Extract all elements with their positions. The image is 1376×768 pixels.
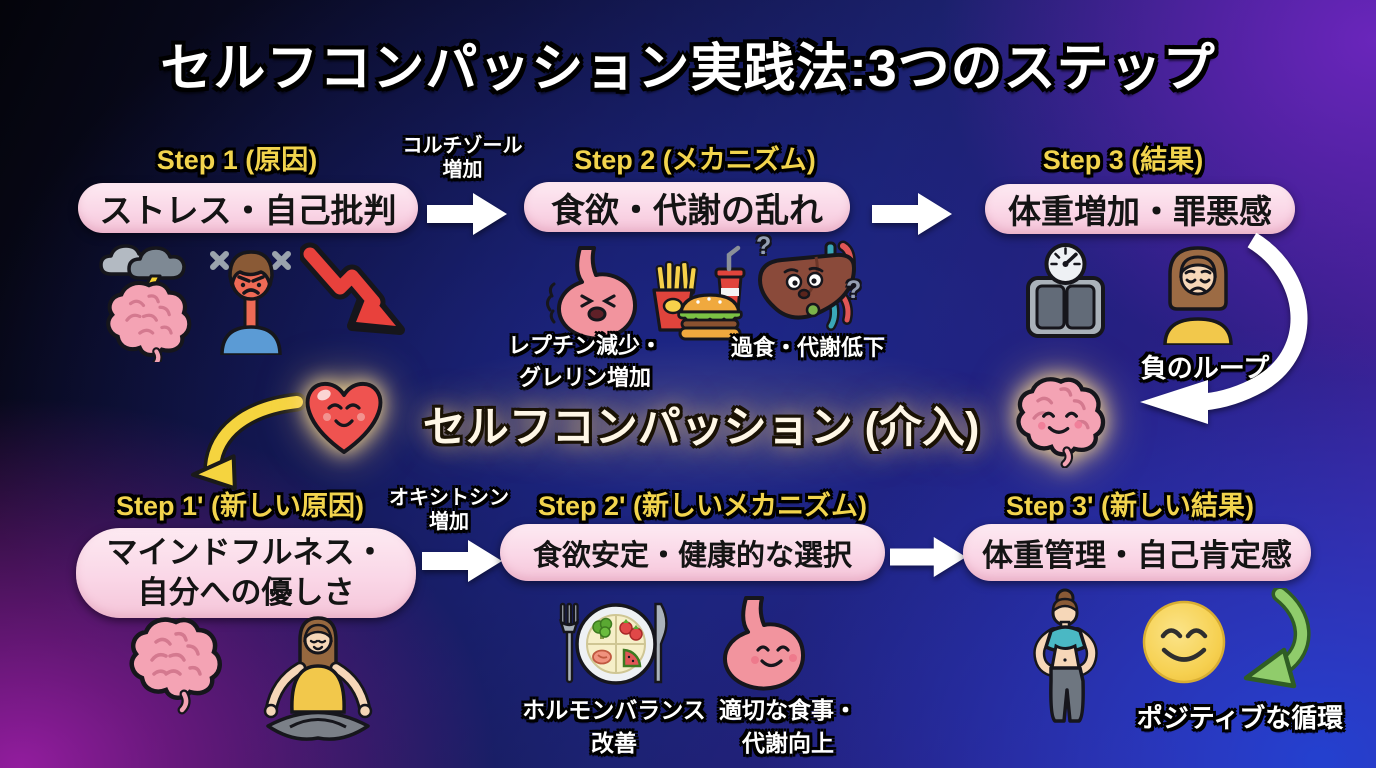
step1p-box-line2: 自分への優しさ [137, 575, 355, 610]
leptin-note: レプチン減少・ グレリン増加 [495, 330, 675, 394]
overeating-note: 過食・代謝低下 [730, 335, 885, 360]
step2p-label: Step 2' (新しいメカニズム) [538, 491, 867, 521]
meal-note-line2: 代謝向上 [742, 730, 834, 757]
cortisol-arrow-label: コルチゾール 増加 [395, 134, 530, 182]
positive-cycle-note: ポジティブな循環 [1136, 703, 1344, 733]
calm-brain-icon [129, 617, 222, 715]
fit-woman-icon [1033, 588, 1098, 723]
angry-person-icon [210, 250, 291, 355]
step1-label: Step 1 (原因) [156, 145, 318, 175]
scale-icon [1026, 243, 1105, 338]
oxytocin-arrow-label: オキシトシン 増加 [388, 486, 510, 534]
step2-box: 食欲・代謝の乱れ [524, 182, 850, 232]
page-title: セルフコンパッション実践法:3つのステップ [160, 40, 1216, 98]
sad-stomach-icon [546, 246, 637, 341]
flow-arrow-3 [422, 540, 502, 582]
step3-box: 体重増加・罪悪感 [985, 184, 1295, 234]
hormone-note-line1: ホルモンバランス [522, 697, 706, 723]
hormone-note-line2: 改善 [591, 730, 637, 757]
smiling-brain-icon [1016, 377, 1106, 468]
hormone-note: ホルモンバランス 改善 [514, 694, 714, 761]
smiley-icon [1142, 600, 1226, 684]
meal-note-line1: 適切な食事・ [719, 697, 857, 723]
liver-question-right: ? [846, 276, 862, 304]
smiling-heart-icon [305, 382, 383, 454]
step3p-label: Step 3' (新しい結果) [1006, 491, 1254, 521]
step1p-label: Step 1' (新しい原因) [116, 491, 364, 521]
meditating-woman-icon [263, 616, 373, 741]
intervention-arrow [190, 392, 307, 491]
liver-question-left: ? [756, 232, 772, 260]
healthy-plate-icon [558, 602, 668, 685]
negative-loop-arrow [1140, 232, 1308, 424]
flow-arrow-1 [427, 193, 507, 235]
storm-brain-icon [99, 244, 192, 362]
step2-label: Step 2 (メカニズム) [574, 145, 816, 175]
flow-arrow-4 [890, 537, 967, 577]
meal-note: 適切な食事・ 代謝向上 [688, 694, 888, 761]
decline-arrow-icon [300, 242, 405, 335]
happy-stomach-icon [723, 596, 805, 691]
worried-liver-icon [758, 240, 856, 331]
intervention-heading: セルフコンパッション (介入) [422, 404, 980, 452]
oxytocin-line1: オキシトシン [389, 487, 509, 509]
leptin-note-line1: レプチン減少・ [507, 333, 662, 358]
step3p-box: 体重管理・自己肯定感 [963, 524, 1311, 581]
cortisol-line1: コルチゾール [402, 135, 523, 157]
fastfood-icon [652, 245, 746, 341]
oxytocin-line2: 増加 [429, 511, 469, 533]
step1p-box-line1: マインドフルネス・ [106, 534, 386, 570]
sad-woman-icon [1163, 246, 1233, 345]
negative-loop-note: 負のループ [1140, 353, 1270, 383]
step2p-box: 食欲安定・健康的な選択 [500, 524, 885, 581]
step1-box: ストレス・自己批判 [78, 183, 418, 233]
flow-arrow-2 [872, 193, 952, 235]
positive-loop-arrow [1243, 588, 1311, 689]
step1p-box: マインドフルネス・ 自分への優しさ [76, 528, 416, 618]
leptin-note-line2: グレリン増加 [518, 364, 651, 390]
cortisol-line2: 増加 [442, 159, 483, 181]
step3-label: Step 3 (結果) [1042, 145, 1204, 175]
